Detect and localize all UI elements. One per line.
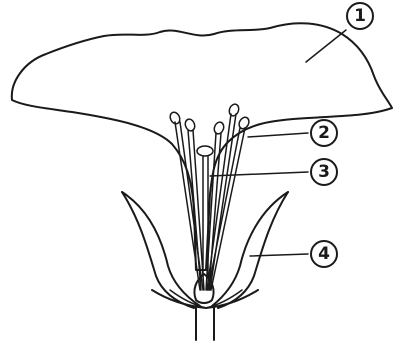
label-pistil-text: 3 [318,162,330,182]
label-pistil: 3 [311,159,337,185]
leader-line-pistil [210,172,308,176]
sepal [122,192,288,308]
leader-line-petal [306,30,346,62]
label-stamen-text: 2 [318,123,330,143]
label-petal: 1 [347,3,373,29]
receptacle [152,290,258,340]
leader-line-stamen [248,133,308,137]
label-stamen: 2 [311,120,337,146]
label-sepal: 4 [311,241,337,267]
label-sepal-text: 4 [318,244,330,264]
leader-line-sepal [250,254,308,256]
label-petal-text: 1 [354,6,366,26]
